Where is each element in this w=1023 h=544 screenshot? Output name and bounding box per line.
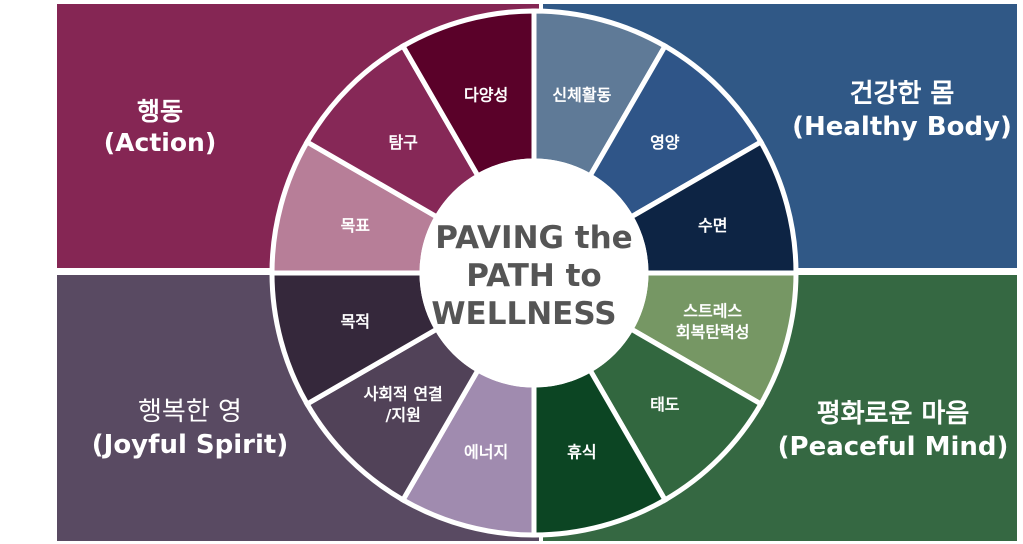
center-line-2: PATH to (466, 258, 601, 294)
wheel-segment-label: 탐구 (388, 133, 418, 152)
center-circle (419, 158, 649, 388)
wheel-segment-label: 사회적 연결 (364, 384, 443, 403)
wheel-segment-label: 신체활동 (552, 85, 611, 104)
joyful-spirit-subtitle: (Joyful Spirit) (91, 429, 289, 460)
action-title: 행동 (136, 97, 183, 126)
healthy-body-label: 건강한 몸 (Healthy Body) (786, 78, 1018, 143)
joyful-spirit-title: 행복한 영 (138, 397, 242, 427)
action-subtitle: (Action) (103, 128, 217, 158)
peaceful-mind-subtitle: (Peaceful Mind) (777, 431, 1009, 462)
wheel-segment-label: 스트레스 (683, 301, 742, 320)
center-line-1: PAVING the (435, 220, 632, 256)
joyful-spirit-label: 행복한 영 (Joyful Spirit) (80, 396, 300, 461)
healthy-body-title: 건강한 몸 (849, 79, 955, 109)
wheel-segment-label: 휴식 (567, 443, 596, 462)
center-line-3: WELLNESS (431, 296, 616, 332)
wheel-segment-label: 다양성 (464, 85, 508, 104)
wheel-segment-label: /지원 (386, 405, 421, 424)
wheel-segment-label: 목적 (341, 312, 370, 331)
wheel-segment-label: 목표 (341, 216, 371, 235)
wheel-segment-label: 회복탄력성 (676, 322, 750, 341)
wheel-segment-label: 수면 (698, 216, 727, 235)
wheel-segment-label: 영양 (650, 133, 680, 152)
action-label: 행동 (Action) (100, 96, 220, 159)
wheel-segment-label: 태도 (650, 395, 680, 414)
peaceful-mind-label: 평화로운 마음 (Peaceful Mind) (768, 398, 1018, 463)
peaceful-mind-title: 평화로운 마음 (816, 399, 970, 429)
healthy-body-subtitle: (Healthy Body) (792, 111, 1012, 142)
wheel-segment-label: 에너지 (464, 443, 508, 462)
